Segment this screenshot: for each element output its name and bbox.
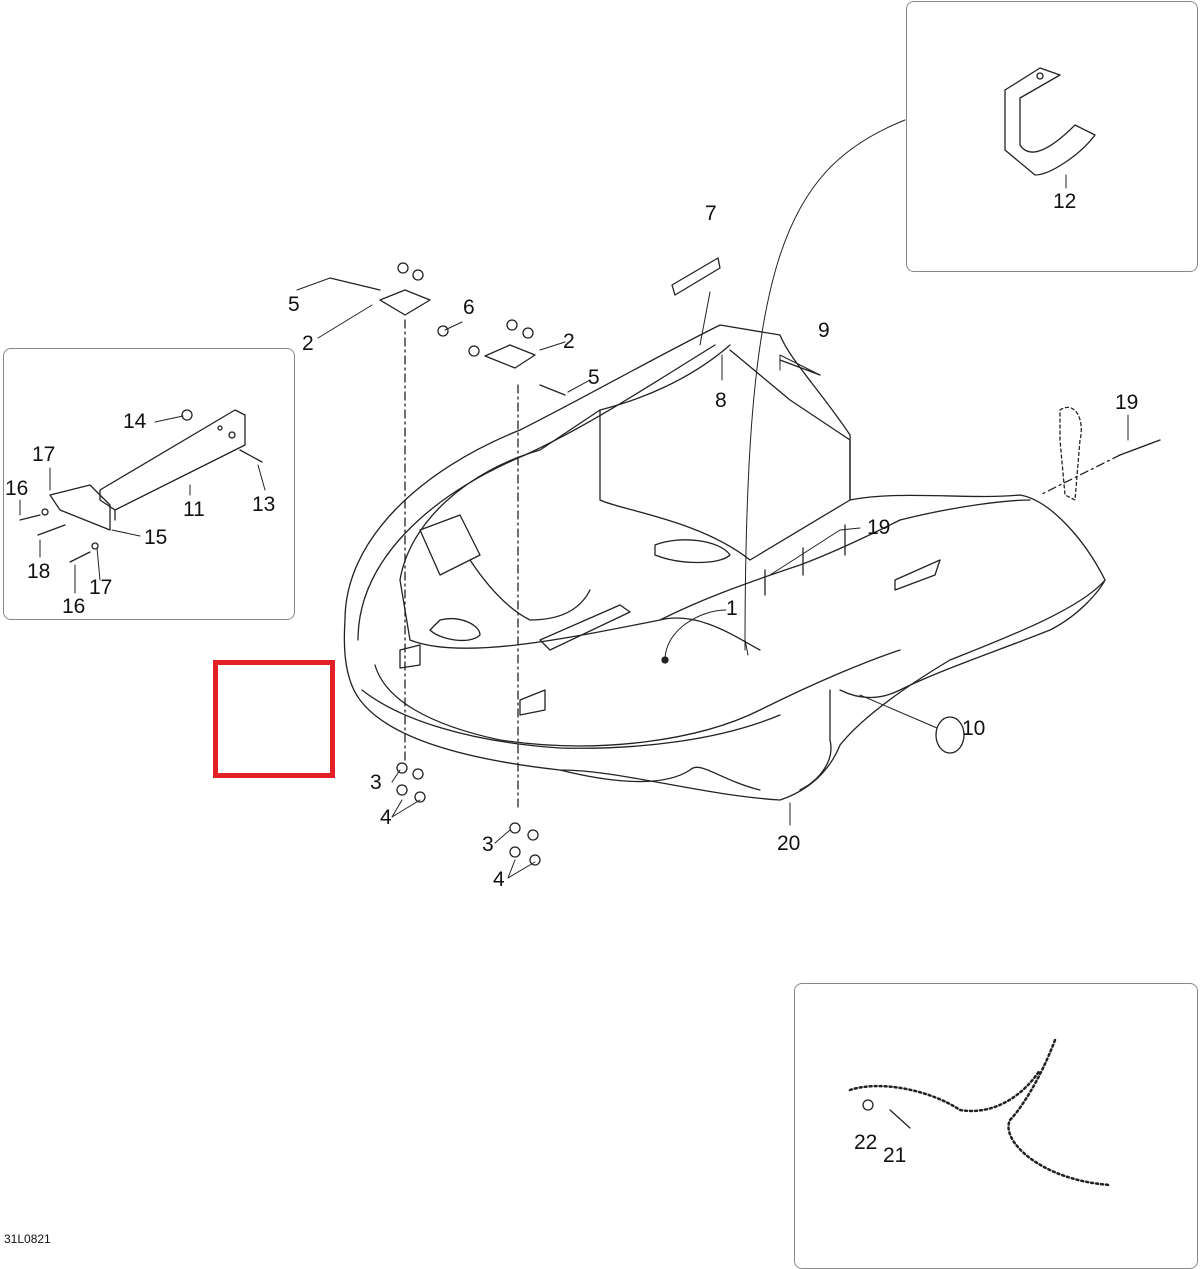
side-bracket-drawing [19, 409, 263, 563]
callout-21: 21 [883, 1144, 907, 1167]
callout-10: 10 [962, 717, 986, 740]
inset-bracket-detail [906, 1, 1198, 272]
callout-19: 19 [1115, 391, 1139, 414]
leader-lines [19, 119, 1129, 879]
callout-16: 16 [62, 595, 86, 618]
callout-17: 17 [89, 576, 113, 599]
seat-shapes [399, 514, 731, 716]
callout-14: 14 [123, 410, 147, 433]
callout-19: 19 [867, 516, 891, 539]
callout-3: 3 [370, 771, 382, 794]
hardware-items [329, 257, 1161, 866]
callout-17: 17 [32, 443, 56, 466]
drawing-code: 31L0821 [4, 1232, 51, 1246]
alignment-lines [404, 319, 1121, 811]
bottom-pan-outline [343, 324, 1106, 801]
callout-4: 4 [380, 806, 392, 829]
callout-4: 4 [493, 868, 505, 891]
callout-18: 18 [27, 560, 51, 583]
callout-20: 20 [777, 832, 801, 855]
callout-1: 1 [726, 597, 738, 620]
callout-2: 2 [302, 332, 314, 355]
callout-16: 16 [5, 477, 29, 500]
callout-2: 2 [563, 330, 575, 353]
highlight-box[interactable] [213, 660, 335, 778]
callout-8: 8 [715, 389, 727, 412]
callout-9: 9 [818, 319, 830, 342]
callout-6: 6 [463, 296, 475, 319]
callout-22: 22 [854, 1131, 878, 1154]
callout-7: 7 [705, 202, 717, 225]
callout-5: 5 [288, 293, 300, 316]
callout-12: 12 [1053, 190, 1077, 213]
bracket-12-drawing [1004, 67, 1096, 176]
wiring-fasteners [862, 1099, 911, 1129]
callout-3: 3 [482, 833, 494, 856]
callout-13: 13 [252, 493, 276, 516]
callout-15: 15 [144, 526, 168, 549]
wiring-drawing [848, 1038, 1112, 1187]
callout-5: 5 [588, 366, 600, 389]
callout-11: 11 [183, 498, 205, 521]
inset-side-bracket-assembly [3, 348, 295, 620]
